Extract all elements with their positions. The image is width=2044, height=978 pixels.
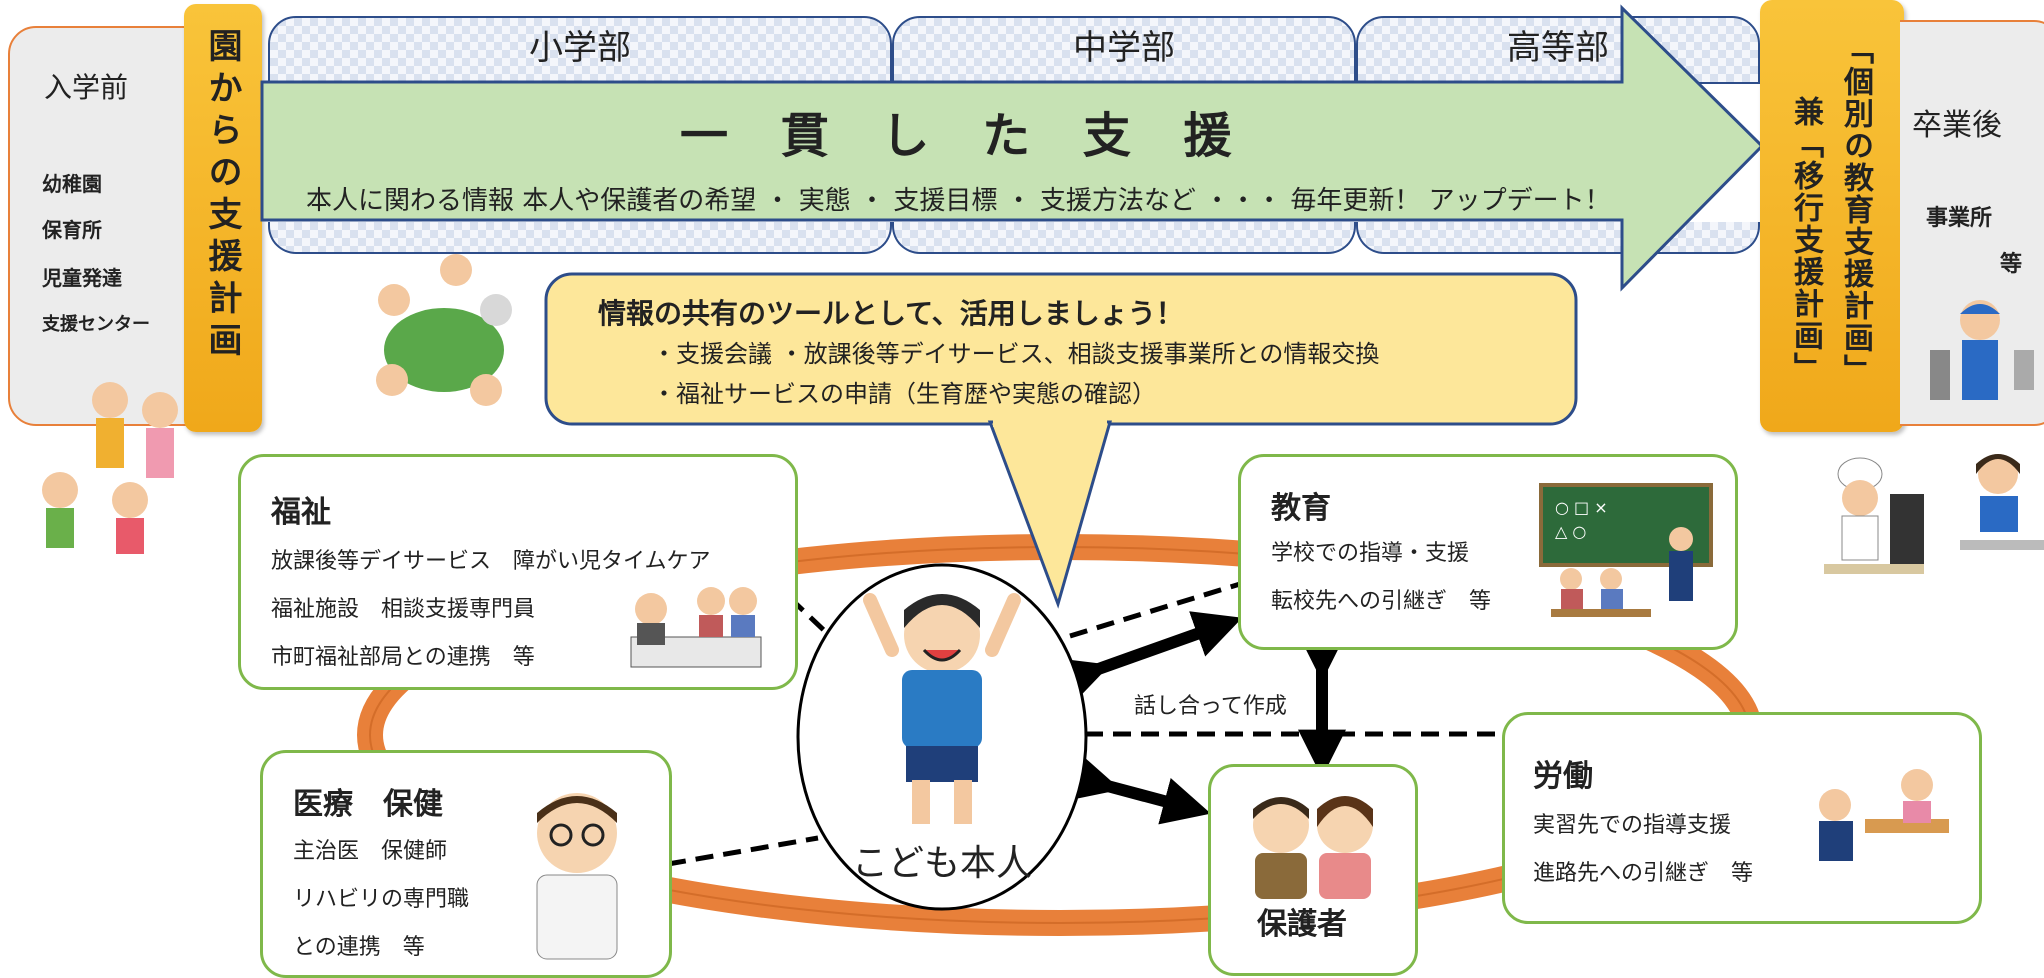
meeting-illustration <box>376 254 512 406</box>
labor-title: 労働 <box>1533 759 1593 794</box>
pre-enrollment-item: 保育所 <box>42 218 102 242</box>
callout-line-2: ・福祉サービスの申請（生育歴や実態の確認） <box>652 380 1156 408</box>
arrow-subtitle: 本人に関わる情報 本人や保護者の希望 ・ 実態 ・ 支援目標 ・ 支援方法など … <box>306 186 1611 216</box>
tab-high-school: 高等部 <box>1356 16 1760 84</box>
child-label: こども本人 <box>852 843 1033 884</box>
after-graduation-title: 卒業後 <box>1912 108 2002 143</box>
welfare-line: 放課後等デイサービス 障がい児タイムケア <box>271 549 711 574</box>
welfare-title: 福祉 <box>271 495 331 530</box>
tab-junior-high: 中学部 <box>892 16 1356 84</box>
education-line: 転校先への引継ぎ 等 <box>1271 589 1492 614</box>
parents-illustration <box>1253 796 1373 899</box>
kids-illustration <box>42 382 178 554</box>
after-graduation-item: 事業所 <box>1926 206 1993 231</box>
arrow-title: 一 貫 し た 支 援 <box>680 108 1250 164</box>
guardian-box: 保護者 <box>1208 764 1418 976</box>
tab-junior-high-label: 中学部 <box>1073 28 1175 68</box>
after-graduation-etc: 等 <box>2000 252 2023 277</box>
transition-plan-bar: 「個別の教育支援計画」 兼「移行支援計画」 <box>1760 0 1904 432</box>
education-box: 教育 学校での指導・支援 転校先への引継ぎ 等 ○ □ × △ ○ <box>1238 454 1738 650</box>
medical-title: 医療 保健 <box>293 787 443 822</box>
labor-line: 実習先での指導支援 <box>1533 813 1732 838</box>
svg-text:○ □ ×: ○ □ × <box>1555 498 1608 517</box>
tab-junior-high-bottom <box>892 222 1356 254</box>
guardian-title: 保護者 <box>1257 907 1347 942</box>
pre-enrollment-panel: 入学前 幼稚園 保育所 児童発達 支援センター <box>8 26 212 426</box>
education-line: 学校での指導・支援 <box>1271 541 1470 566</box>
office-worker-illustration <box>1960 454 2044 550</box>
interview-illustration <box>1819 769 1949 861</box>
kindergarten-plan-label: 園からの支援計画 <box>202 28 242 364</box>
tab-high-school-label: 高等部 <box>1507 28 1609 68</box>
welfare-box: 福祉 放課後等デイサービス 障がい児タイムケア 福祉施設 相談支援専門員 市町福… <box>238 454 798 690</box>
kindergarten-plan-bar: 園からの支援計画 <box>184 4 262 432</box>
medical-box: 医療 保健 主治医 保健師 リハビリの専門職 との連携 等 <box>260 750 672 978</box>
consultation-illustration <box>630 587 762 668</box>
transition-plan-label: 兼「移行支援計画」 <box>1788 96 1823 384</box>
classroom-illustration: ○ □ × △ ○ <box>1539 483 1713 617</box>
medical-line: 主治医 保健師 <box>293 839 448 864</box>
discussion-label: 話し合って作成 <box>1134 694 1287 719</box>
tab-elementary: 小学部 <box>268 16 892 84</box>
doctor-illustration <box>536 793 618 960</box>
tab-elementary-label: 小学部 <box>529 28 631 68</box>
pre-enrollment-title: 入学前 <box>44 71 129 104</box>
pre-enrollment-item: 幼稚園 <box>42 172 102 196</box>
education-title: 教育 <box>1271 491 1331 526</box>
welfare-line: 市町福祉部局との連携 等 <box>271 645 535 670</box>
svg-text:△ ○: △ ○ <box>1555 522 1586 541</box>
medical-line: リハビリの専門職 <box>293 887 470 912</box>
worker-illustration <box>1930 300 2034 400</box>
labor-line: 進路先への引継ぎ 等 <box>1533 861 1754 886</box>
medical-line: との連携 等 <box>293 935 425 960</box>
pre-enrollment-item: 児童発達 <box>42 266 122 290</box>
callout-title: 情報の共有のツールとして、活用しましょう！ <box>598 297 1184 330</box>
consistent-support-arrow <box>260 4 1765 292</box>
welfare-line: 福祉施設 相談支援専門員 <box>271 597 536 622</box>
pre-enrollment-item: 支援センター <box>42 314 150 335</box>
individual-education-plan-label: 「個別の教育支援計画」 <box>1838 34 1873 386</box>
labor-box: 労働 実習先での指導支援 進路先への引継ぎ 等 <box>1502 712 1982 924</box>
callout-line-1: ・支援会議 ・放課後等デイサービス、相談支援事業所との情報交換 <box>652 340 1380 368</box>
cook-illustration <box>1824 457 1924 574</box>
tab-elementary-bottom <box>268 222 892 254</box>
tab-high-school-bottom <box>1356 222 1760 254</box>
child-icon <box>863 593 1021 824</box>
